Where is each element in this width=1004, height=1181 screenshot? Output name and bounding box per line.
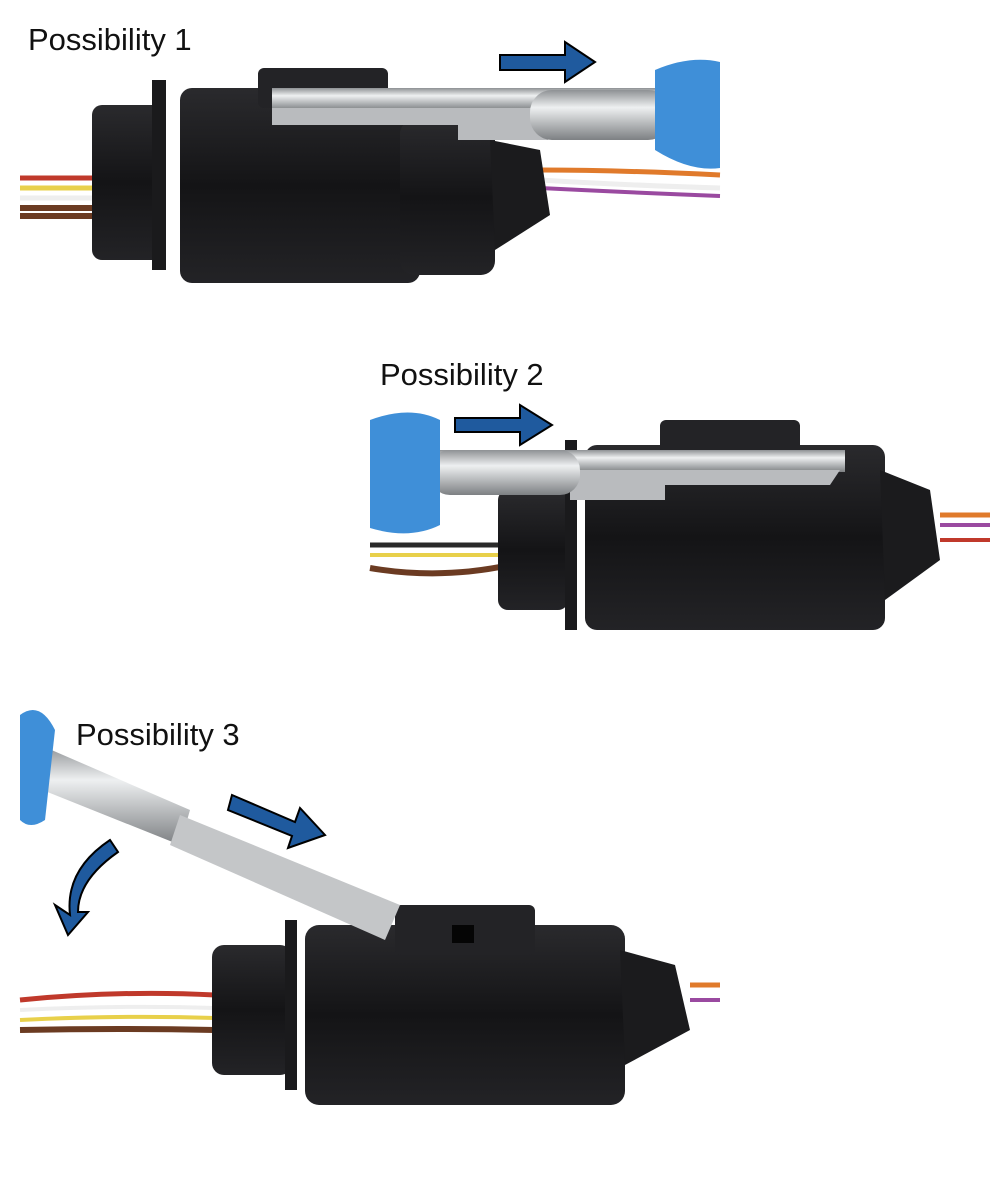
panel-2-label: Possibility 2 (380, 357, 544, 392)
blue-handle (655, 59, 720, 169)
photo-possibility-1 (20, 40, 721, 283)
wires (19, 982, 720, 1033)
connector (92, 68, 550, 283)
arrow-right-icon (454, 403, 554, 447)
panel-1-label: Possibility 1 (28, 22, 192, 57)
arrow-down-right-icon (226, 793, 327, 850)
arrow-curved-down-icon (52, 838, 120, 937)
photo-possibility-2 (369, 403, 990, 630)
screwdriver-tool (20, 710, 400, 940)
arrow-right-icon (499, 40, 597, 84)
panel-3-label: Possibility 3 (76, 717, 240, 752)
wires (369, 512, 990, 577)
blue-handle (370, 412, 440, 534)
screwdriver-tool (272, 59, 720, 169)
screwdriver-tool (370, 412, 845, 534)
connector (212, 905, 690, 1105)
blue-handle (20, 710, 55, 825)
photo-possibility-3 (19, 710, 720, 1105)
